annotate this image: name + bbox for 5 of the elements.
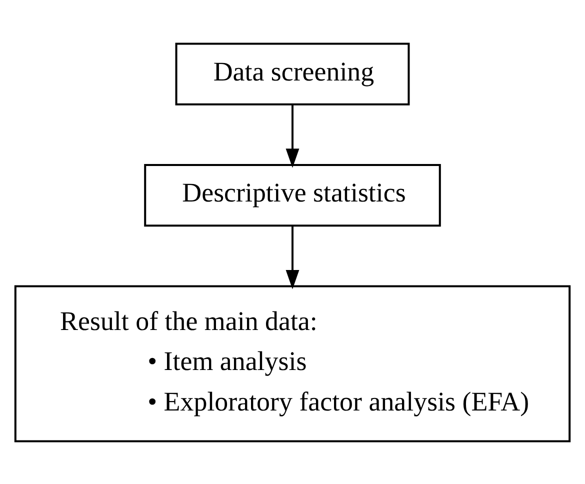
node-box: Data screening	[175, 42, 410, 105]
node-box: Descriptive statistics	[144, 164, 441, 226]
arrow	[286, 225, 300, 289]
node-box: Result of the main data: • Item analysis • Exploratory factor analysis (EFA)	[14, 284, 571, 442]
arrow	[286, 104, 300, 168]
